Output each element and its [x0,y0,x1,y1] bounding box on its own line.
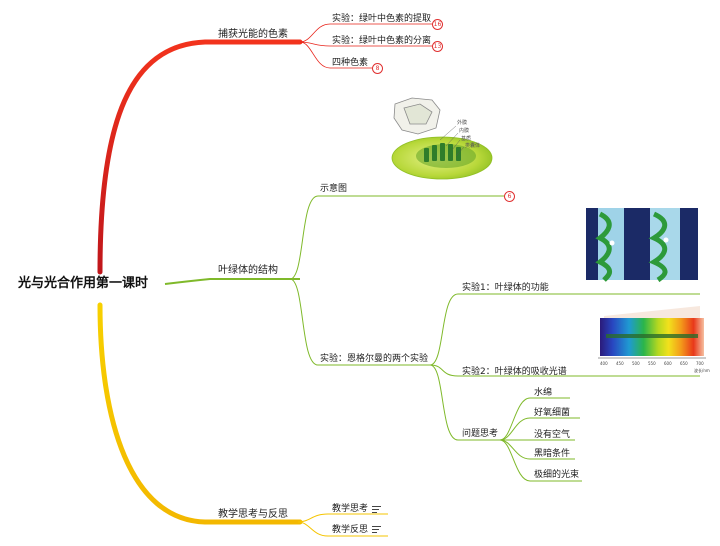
branch-capture-pigments[interactable]: 捕获光能的色素 [218,29,288,40]
attachment-count-badge[interactable]: 16 [432,19,443,30]
node-teaching-thinking[interactable]: 教学思考 [332,504,369,514]
node-experiment-2[interactable]: 实验2：叶绿体的吸收光谱 [462,367,567,377]
spectrum-tick: 450 [616,361,624,366]
attachment-count-badge[interactable]: 13 [432,41,443,52]
note-icon[interactable] [372,526,381,533]
chloroplast-label: 基质 [461,136,472,142]
question-item[interactable]: 黑暗条件 [534,449,571,459]
note-icon[interactable] [372,506,381,513]
node-teaching-reflection[interactable]: 教学反思 [332,525,369,535]
spectrum-unit: 波长/nm [694,368,710,373]
chloroplast-figure [388,94,493,180]
branch-teaching-reflection[interactable]: 教学思考与反思 [218,509,288,520]
spectrum-tick: 400 [600,361,608,366]
node-separation-experiment[interactable]: 实验：绿叶中色素的分离 [332,36,432,46]
node-schematic[interactable]: 示意图 [320,184,348,194]
spectrum-tick: 700 [696,361,704,366]
branch-chloroplast-structure[interactable]: 叶绿体的结构 [218,265,278,276]
spectrum-tick: 550 [648,361,656,366]
spectrum-figure [598,306,706,359]
node-extraction-experiment[interactable]: 实验：绿叶中色素的提取 [332,14,432,24]
root-node[interactable]: 光与光合作用第一课时 [18,276,149,291]
question-item[interactable]: 水绵 [534,388,553,398]
chloroplast-label: 外膜 [457,120,468,126]
question-item[interactable]: 没有空气 [534,430,571,440]
node-four-pigments[interactable]: 四种色素 [332,58,369,68]
node-questions[interactable]: 问题思考 [462,429,499,439]
spectrum-tick: 500 [632,361,640,366]
attachment-count-badge[interactable]: 6 [504,191,515,202]
node-experiment-1[interactable]: 实验1：叶绿体的功能 [462,283,549,293]
spectrum-tick: 650 [680,361,688,366]
attachment-count-badge[interactable]: 8 [372,63,383,74]
chloroplast-label: 类囊体 [465,143,481,149]
question-item[interactable]: 极细的光束 [534,470,580,480]
chloroplast-label: 内膜 [459,128,470,134]
question-item[interactable]: 好氧细菌 [534,408,571,418]
spirogyra-figure [586,208,698,283]
node-engelmann-experiments[interactable]: 实验：恩格尔曼的两个实验 [320,354,429,364]
spectrum-tick: 600 [664,361,672,366]
